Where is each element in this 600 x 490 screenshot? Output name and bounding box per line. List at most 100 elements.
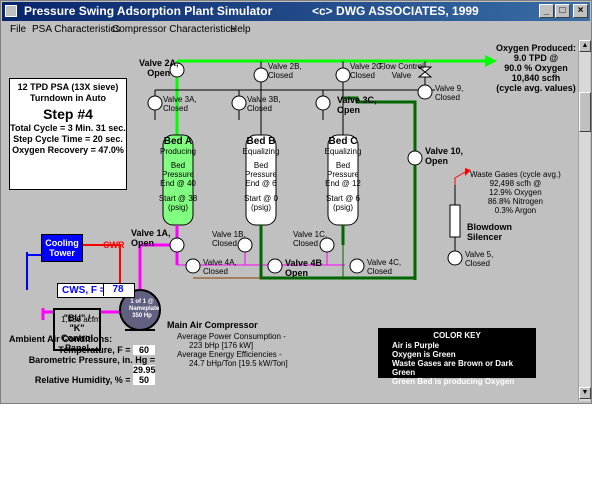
cwr-pipe bbox=[83, 244, 121, 292]
valve-2c[interactable] bbox=[335, 67, 351, 83]
oxygen-produced-tpd: 9.0 TPD @ bbox=[513, 53, 559, 63]
valve-2a[interactable] bbox=[169, 62, 185, 78]
valve-3c-state: Open bbox=[337, 105, 361, 115]
flow-control-state: Valve bbox=[391, 71, 412, 80]
valve-3a[interactable] bbox=[147, 95, 163, 111]
control-panel-line1: "BU" / "K" bbox=[63, 313, 91, 333]
valve-4b-state: Open bbox=[285, 268, 309, 278]
valve-3c-label: Valve 3C,Open bbox=[337, 95, 377, 115]
status-oxygen-recovery: Oxygen Recovery = 47.0% bbox=[12, 145, 124, 155]
minimize-button[interactable]: _ bbox=[539, 4, 554, 18]
valve-4b-name: Valve 4B bbox=[285, 258, 323, 268]
valve-1b-label: Valve 1B,Closed bbox=[212, 230, 246, 248]
control-panel-line2: Control bbox=[61, 333, 93, 343]
ambient-temp-value[interactable]: 60 bbox=[133, 345, 155, 355]
process-diagram-svg bbox=[26, 55, 497, 331]
valve-4c-name: Valve 4C, bbox=[367, 258, 402, 267]
valve-2a-name: Valve 2A, bbox=[139, 58, 179, 68]
valve-5-label: Valve 5,Closed bbox=[465, 250, 493, 268]
status-step-cycle: Step Cycle Time = 20 sec. bbox=[13, 134, 123, 144]
cooling-tower[interactable]: Cooling Tower bbox=[41, 234, 83, 262]
valve-1c[interactable] bbox=[319, 237, 335, 253]
ambient-conditions: Temperature, F = 60 Barometric Pressure,… bbox=[9, 345, 156, 385]
scroll-down-icon[interactable]: ▼ bbox=[579, 387, 591, 399]
flow-control-name: Flow Control bbox=[379, 62, 424, 71]
bed-b-name: Bed B bbox=[246, 136, 276, 147]
valve-4a-name: Valve 4A, bbox=[203, 258, 237, 267]
valve-2b-name: Valve 2B, bbox=[268, 62, 302, 71]
valve-9[interactable] bbox=[417, 84, 433, 100]
valve-5-state: Closed bbox=[465, 259, 490, 268]
scroll-up-icon[interactable]: ▲ bbox=[579, 40, 591, 52]
valve-2c-label: Valve 2C,Closed bbox=[350, 62, 384, 80]
bed-a-unit: (psig) bbox=[167, 203, 188, 212]
valve-2b[interactable] bbox=[253, 67, 269, 83]
menu-compressor-characteristics[interactable]: Compressor Characteristics bbox=[112, 24, 236, 35]
window-copyright: <c> DWG ASSOCIATES, 1999 bbox=[312, 4, 479, 18]
menu-bar: File PSA Characteristics Compressor Char… bbox=[2, 22, 590, 39]
bed-c-unit: (psig) bbox=[332, 203, 353, 212]
ambient-temp-label: Temperature, F = bbox=[58, 345, 131, 355]
compressor-hp: 350 Hp bbox=[132, 313, 152, 319]
bed-b-p1: Bed bbox=[253, 161, 269, 170]
valve-1a[interactable] bbox=[169, 237, 185, 253]
compressor-power-label: Average Power Consumption - bbox=[177, 332, 286, 341]
color-key-title: COLOR KEY bbox=[433, 331, 481, 340]
valve-1b-state: Closed bbox=[212, 239, 237, 248]
compressor-title: Main Air Compressor bbox=[167, 320, 258, 330]
air-feed-pipe bbox=[138, 243, 177, 292]
bed-a-label: Bed A Producing Bed Pressure End @ 40 St… bbox=[155, 136, 201, 212]
close-button[interactable]: × bbox=[573, 4, 588, 18]
compressor-count: 1 of 1 @ bbox=[130, 299, 154, 305]
valve-5[interactable] bbox=[447, 250, 463, 266]
valve-9-label: Valve 9,Closed bbox=[435, 84, 463, 102]
valve-3b-label: Valve 3B,Closed bbox=[247, 95, 281, 113]
valve-4a[interactable] bbox=[185, 258, 201, 274]
bed-a-name: Bed A bbox=[163, 136, 193, 147]
blowdown-line2: Silencer bbox=[467, 232, 503, 242]
intake-flow: 1,536 acfm bbox=[61, 315, 101, 324]
ambient-baro-value[interactable]: 29.95 bbox=[133, 365, 156, 375]
valve-4b[interactable] bbox=[267, 258, 283, 274]
compressor-power-value: 223 bHp [176 kW] bbox=[189, 341, 254, 350]
compressor-eff-value: 24.7 bHp/Ton [19.5 kW/Ton] bbox=[189, 359, 288, 368]
valve-3b[interactable] bbox=[231, 95, 247, 111]
cws-value[interactable]: 78 bbox=[103, 284, 132, 296]
bed-b-unit: (psig) bbox=[250, 203, 271, 212]
control-panel[interactable]: "BU" / "K" Control Panel bbox=[53, 308, 101, 353]
color-key-oxygen: Oxygen is Green bbox=[392, 350, 456, 359]
valve-2b-state: Closed bbox=[268, 71, 293, 80]
menu-file[interactable]: File bbox=[10, 24, 27, 35]
valve-1b-name: Valve 1B, bbox=[212, 230, 246, 239]
bed-c-p2: Pressure bbox=[326, 170, 359, 179]
valve-1b[interactable] bbox=[237, 237, 253, 253]
valve-4c-state: Closed bbox=[367, 267, 392, 276]
valve-10[interactable] bbox=[407, 150, 423, 166]
bed-b-start: Start @ 0 bbox=[244, 194, 278, 203]
status-plant: 12 TPD PSA (13X sieve) bbox=[17, 82, 119, 92]
menu-psa-characteristics[interactable]: PSA Characteristics bbox=[32, 24, 121, 35]
ambient-rh-value[interactable]: 50 bbox=[133, 375, 155, 385]
maximize-button[interactable]: □ bbox=[555, 4, 570, 18]
valve-3c[interactable] bbox=[315, 95, 331, 111]
valve-4c[interactable] bbox=[349, 258, 365, 274]
scroll-thumb[interactable] bbox=[579, 92, 591, 132]
blowdown-line1: Blowdown bbox=[467, 222, 512, 232]
status-total-cycle: Total Cycle = 3 Min. 31 sec. bbox=[10, 123, 126, 133]
valve-10-name: Valve 10, bbox=[425, 146, 464, 156]
valve-3a-label: Valve 3A,Closed bbox=[163, 95, 197, 113]
valve-1c-label: Valve 1C,Closed bbox=[293, 230, 327, 248]
menu-help[interactable]: Help bbox=[230, 24, 251, 35]
status-step: Step #4 bbox=[43, 106, 93, 122]
status-panel: 12 TPD PSA (13X sieve) Turndown in Auto … bbox=[9, 78, 127, 190]
flow-control-valve[interactable] bbox=[417, 66, 433, 78]
valve-1a-name: Valve 1A, bbox=[131, 228, 171, 238]
vent-arrow-line bbox=[454, 171, 466, 185]
waste-gases-oxygen: 12.9% Oxygen bbox=[489, 188, 542, 197]
vertical-scrollbar[interactable]: ▲ ▼ bbox=[578, 40, 591, 401]
valve-9-state: Closed bbox=[435, 93, 460, 102]
valve-1c-name: Valve 1C, bbox=[293, 230, 328, 239]
compressor-stats: Average Power Consumption - 223 bHp [176… bbox=[177, 332, 288, 368]
